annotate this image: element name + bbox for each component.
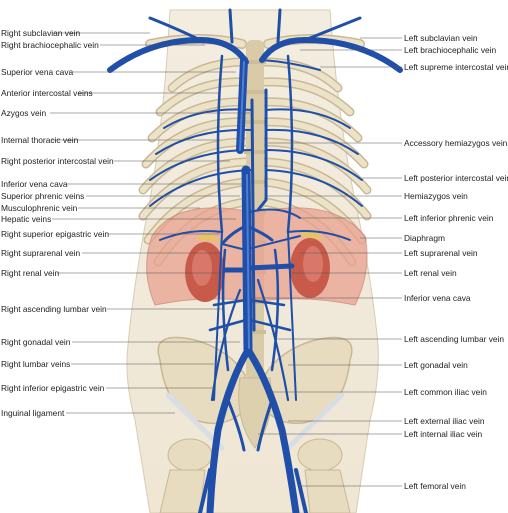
label-left-supreme-intercostal-vein: Left supreme intercostal vein	[404, 62, 508, 72]
venous-system	[107, 8, 403, 513]
label-right-ascending-lumbar-vein: Right ascending lumbar vein	[1, 304, 107, 314]
diaphragm	[146, 207, 368, 306]
label-right-subclavian-vein: Right subclavian vein	[1, 28, 81, 38]
label-inferior-vena-cava-right: Inferior vena cava	[404, 293, 471, 303]
label-diaphragm: Diaphragm	[404, 233, 445, 243]
label-superior-phrenic-veins: Superior phrenic veins	[1, 191, 85, 201]
label-hemiazygos-vein: Hemiazygos vein	[404, 191, 468, 201]
label-left-gonadal-vein: Left gonadal vein	[404, 360, 468, 370]
label-right-gonadal-vein: Right gonadal vein	[1, 337, 71, 347]
label-musculophrenic-vein: Musculophrenic vein	[1, 203, 78, 213]
label-left-renal-vein: Left renal vein	[404, 268, 457, 278]
label-left-brachiocephalic-vein: Left brachiocephalic vein	[404, 45, 497, 55]
label-right-renal-vein: Right renal vein	[1, 268, 60, 278]
label-anterior-intercostal-veins: Anterior intercostal veins	[1, 88, 93, 98]
label-inferior-vena-cava-left: Inferior vena cava	[1, 179, 68, 189]
label-right-suprarenal-vein: Right suprarenal vein	[1, 248, 81, 258]
label-left-common-iliac-vein: Left common iliac vein	[404, 387, 487, 397]
label-azygos-vein: Azygos vein	[1, 108, 47, 118]
label-internal-thoracic-vein: Internal thoracic vein	[1, 135, 79, 145]
label-superior-vena-cava: Superior vena cava	[1, 67, 74, 77]
label-accessory-hemiazygos-vein: Accessory hemiazygos vein	[404, 138, 508, 148]
leader-lines-right	[250, 37, 402, 487]
label-right-lumbar-veins: Right lumbar veins	[1, 359, 71, 369]
label-left-ascending-lumbar-vein: Left ascending lumbar vein	[404, 334, 505, 344]
label-left-external-iliac-vein: Left external iliac vein	[404, 416, 485, 426]
label-left-femoral-vein: Left femoral vein	[404, 481, 466, 491]
label-right-brachiocephalic-vein: Right brachiocephalic vein	[1, 40, 99, 50]
inguinal-ligaments	[165, 392, 345, 451]
label-left-subclavian-vein: Left subclavian vein	[404, 33, 478, 43]
label-hepatic-veins: Hepatic veins	[1, 214, 52, 224]
label-left-internal-iliac-vein: Left internal iliac vein	[404, 429, 483, 439]
label-right-inferior-epigastric-vein: Right inferior epigastric vein	[1, 383, 105, 393]
label-left-inferior-phrenic-vein: Left inferior phrenic vein	[404, 213, 494, 223]
label-right-superior-epigastric-vein: Right superior epigastric vein	[1, 229, 109, 239]
label-right-posterior-intercostal-vein: Right posterior intercostal vein	[1, 156, 114, 166]
label-left-posterior-intercostal-vein: Left posterior intercostal vein	[404, 173, 508, 183]
label-left-suprarenal-vein: Left suprarenal vein	[404, 248, 478, 258]
leader-lines-left	[50, 32, 250, 414]
label-inguinal-ligament: Inguinal ligament	[1, 408, 65, 418]
